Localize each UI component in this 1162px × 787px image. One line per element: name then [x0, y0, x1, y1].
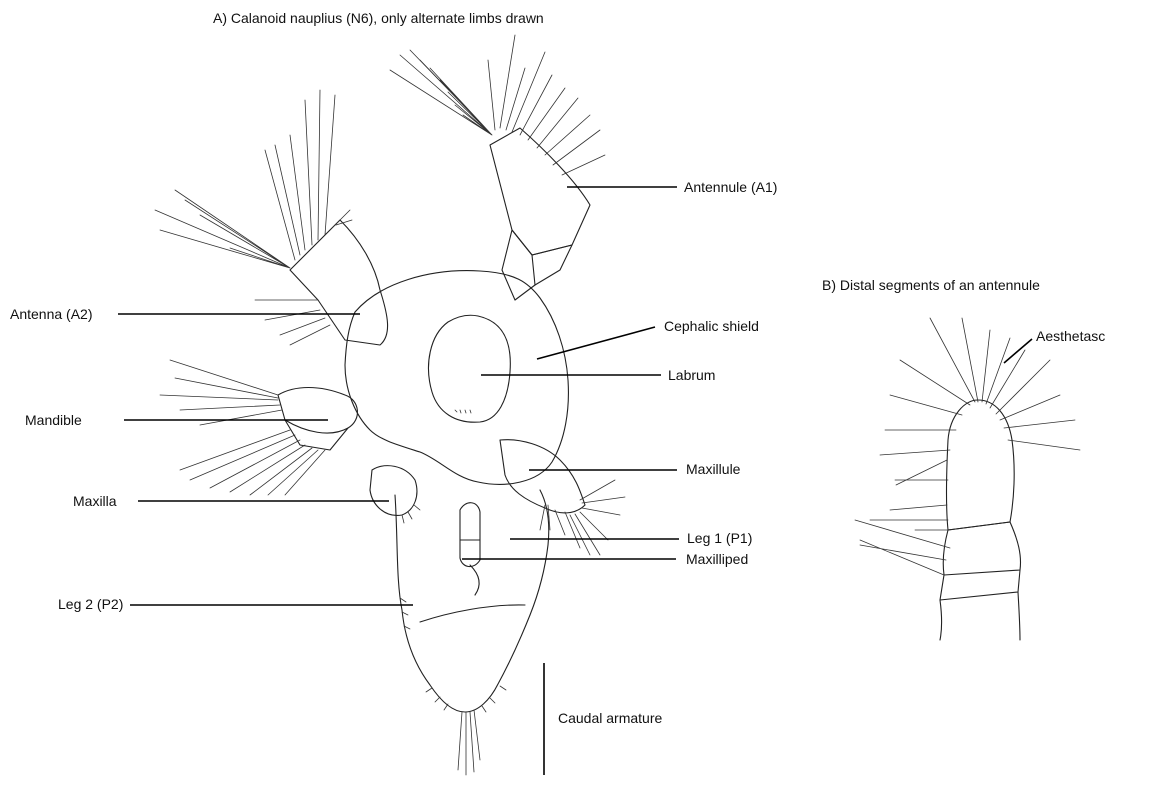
label-aesthetasc: Aesthetasc	[1036, 328, 1105, 344]
panel-a-title: A) Calanoid nauplius (N6), only alternat…	[213, 10, 544, 26]
label-antenna: Antenna (A2)	[10, 306, 93, 322]
caudal-spines	[458, 710, 480, 775]
cephalic-shield-outline	[345, 271, 568, 485]
label-cephalic-shield: Cephalic shield	[664, 318, 759, 334]
antennule-limb	[390, 35, 605, 300]
trunk-fold	[420, 605, 525, 622]
leader-cephalic-shield	[537, 327, 655, 359]
maxilla-limb	[370, 466, 420, 523]
label-leg2: Leg 2 (P2)	[58, 596, 123, 612]
label-antennule: Antennule (A1)	[684, 179, 777, 195]
maxillule-limb	[500, 440, 625, 555]
label-caudal-armature: Caudal armature	[558, 710, 662, 726]
maxillule-setae	[540, 480, 625, 555]
labrum-outline	[429, 315, 511, 422]
trunk-outline	[395, 490, 549, 712]
leader-lines-a	[118, 187, 679, 775]
label-leg1: Leg 1 (P1)	[687, 530, 752, 546]
labrum-tips	[455, 410, 471, 413]
label-mandible: Mandible	[25, 412, 82, 428]
leg1-limb	[460, 503, 480, 567]
label-maxillule: Maxillule	[686, 461, 741, 477]
maxilliped-limb	[470, 565, 479, 595]
nauplius-body	[345, 271, 568, 775]
label-maxilliped: Maxilliped	[686, 551, 748, 567]
label-labrum: Labrum	[668, 367, 715, 383]
mandible-limb	[160, 360, 357, 495]
caudal-setules	[426, 686, 506, 712]
antennule-setae	[390, 35, 605, 175]
antennule-detail	[855, 318, 1080, 640]
antennule-detail-setae	[855, 318, 1080, 575]
extra-seta	[896, 460, 947, 485]
label-maxilla: Maxilla	[73, 493, 117, 509]
antenna-limb	[155, 90, 388, 345]
panel-b-title: B) Distal segments of an antennule	[822, 277, 1040, 293]
leg2-limb	[400, 598, 410, 629]
